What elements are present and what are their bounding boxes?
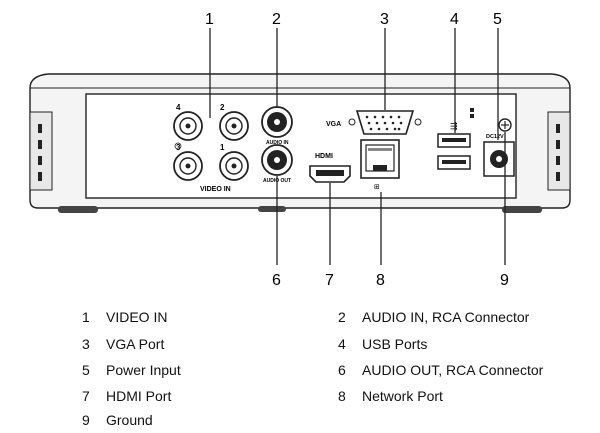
callout-6: 6: [272, 272, 281, 289]
ground-mark-icon: [174, 142, 182, 150]
dc-panel-label: DC12V: [486, 134, 504, 140]
hdmi-port[interactable]: [309, 165, 351, 183]
video-in-connectors[interactable]: [173, 111, 249, 181]
network-icon: ⊞: [374, 184, 380, 191]
callout-2: 2: [272, 11, 281, 28]
video-in-panel-label: VIDEO IN: [200, 186, 231, 193]
bnc-connector-ch3: [173, 151, 203, 181]
callout-3: 3: [380, 11, 389, 28]
channel-number-3: 3: [176, 143, 181, 152]
ground-screw[interactable]: [498, 118, 512, 132]
bnc-connector-ch1: [219, 151, 249, 181]
usb-ports[interactable]: [437, 133, 471, 170]
power-input-jack[interactable]: [483, 141, 515, 177]
callout-7: 7: [325, 272, 334, 289]
vga-panel-label: VGA: [326, 121, 341, 128]
network-port[interactable]: [360, 139, 400, 179]
usb-status-indicator: [470, 108, 474, 118]
channel-number-2: 2: [220, 103, 225, 112]
bnc-connector-ch2: [219, 111, 249, 141]
callout-9: 9: [500, 272, 509, 289]
audio-in-panel-label: AUDIO IN: [266, 140, 289, 146]
usb-icon: ⇶: [450, 121, 458, 131]
audio-in-rca-connector[interactable]: [261, 106, 293, 138]
hdmi-panel-label: HDMI: [315, 153, 333, 160]
callout-8: 8: [376, 272, 385, 289]
callout-5: 5: [493, 11, 502, 28]
callout-1: 1: [205, 11, 214, 28]
callout-lines: [209, 28, 506, 265]
channel-number-1: 1: [220, 143, 225, 152]
channel-number-4: 4: [176, 103, 181, 112]
audio-out-rca-connector[interactable]: [261, 144, 293, 176]
callout-4: 4: [450, 11, 459, 28]
bnc-connector-ch4: [173, 111, 203, 141]
vga-port[interactable]: [348, 110, 422, 135]
